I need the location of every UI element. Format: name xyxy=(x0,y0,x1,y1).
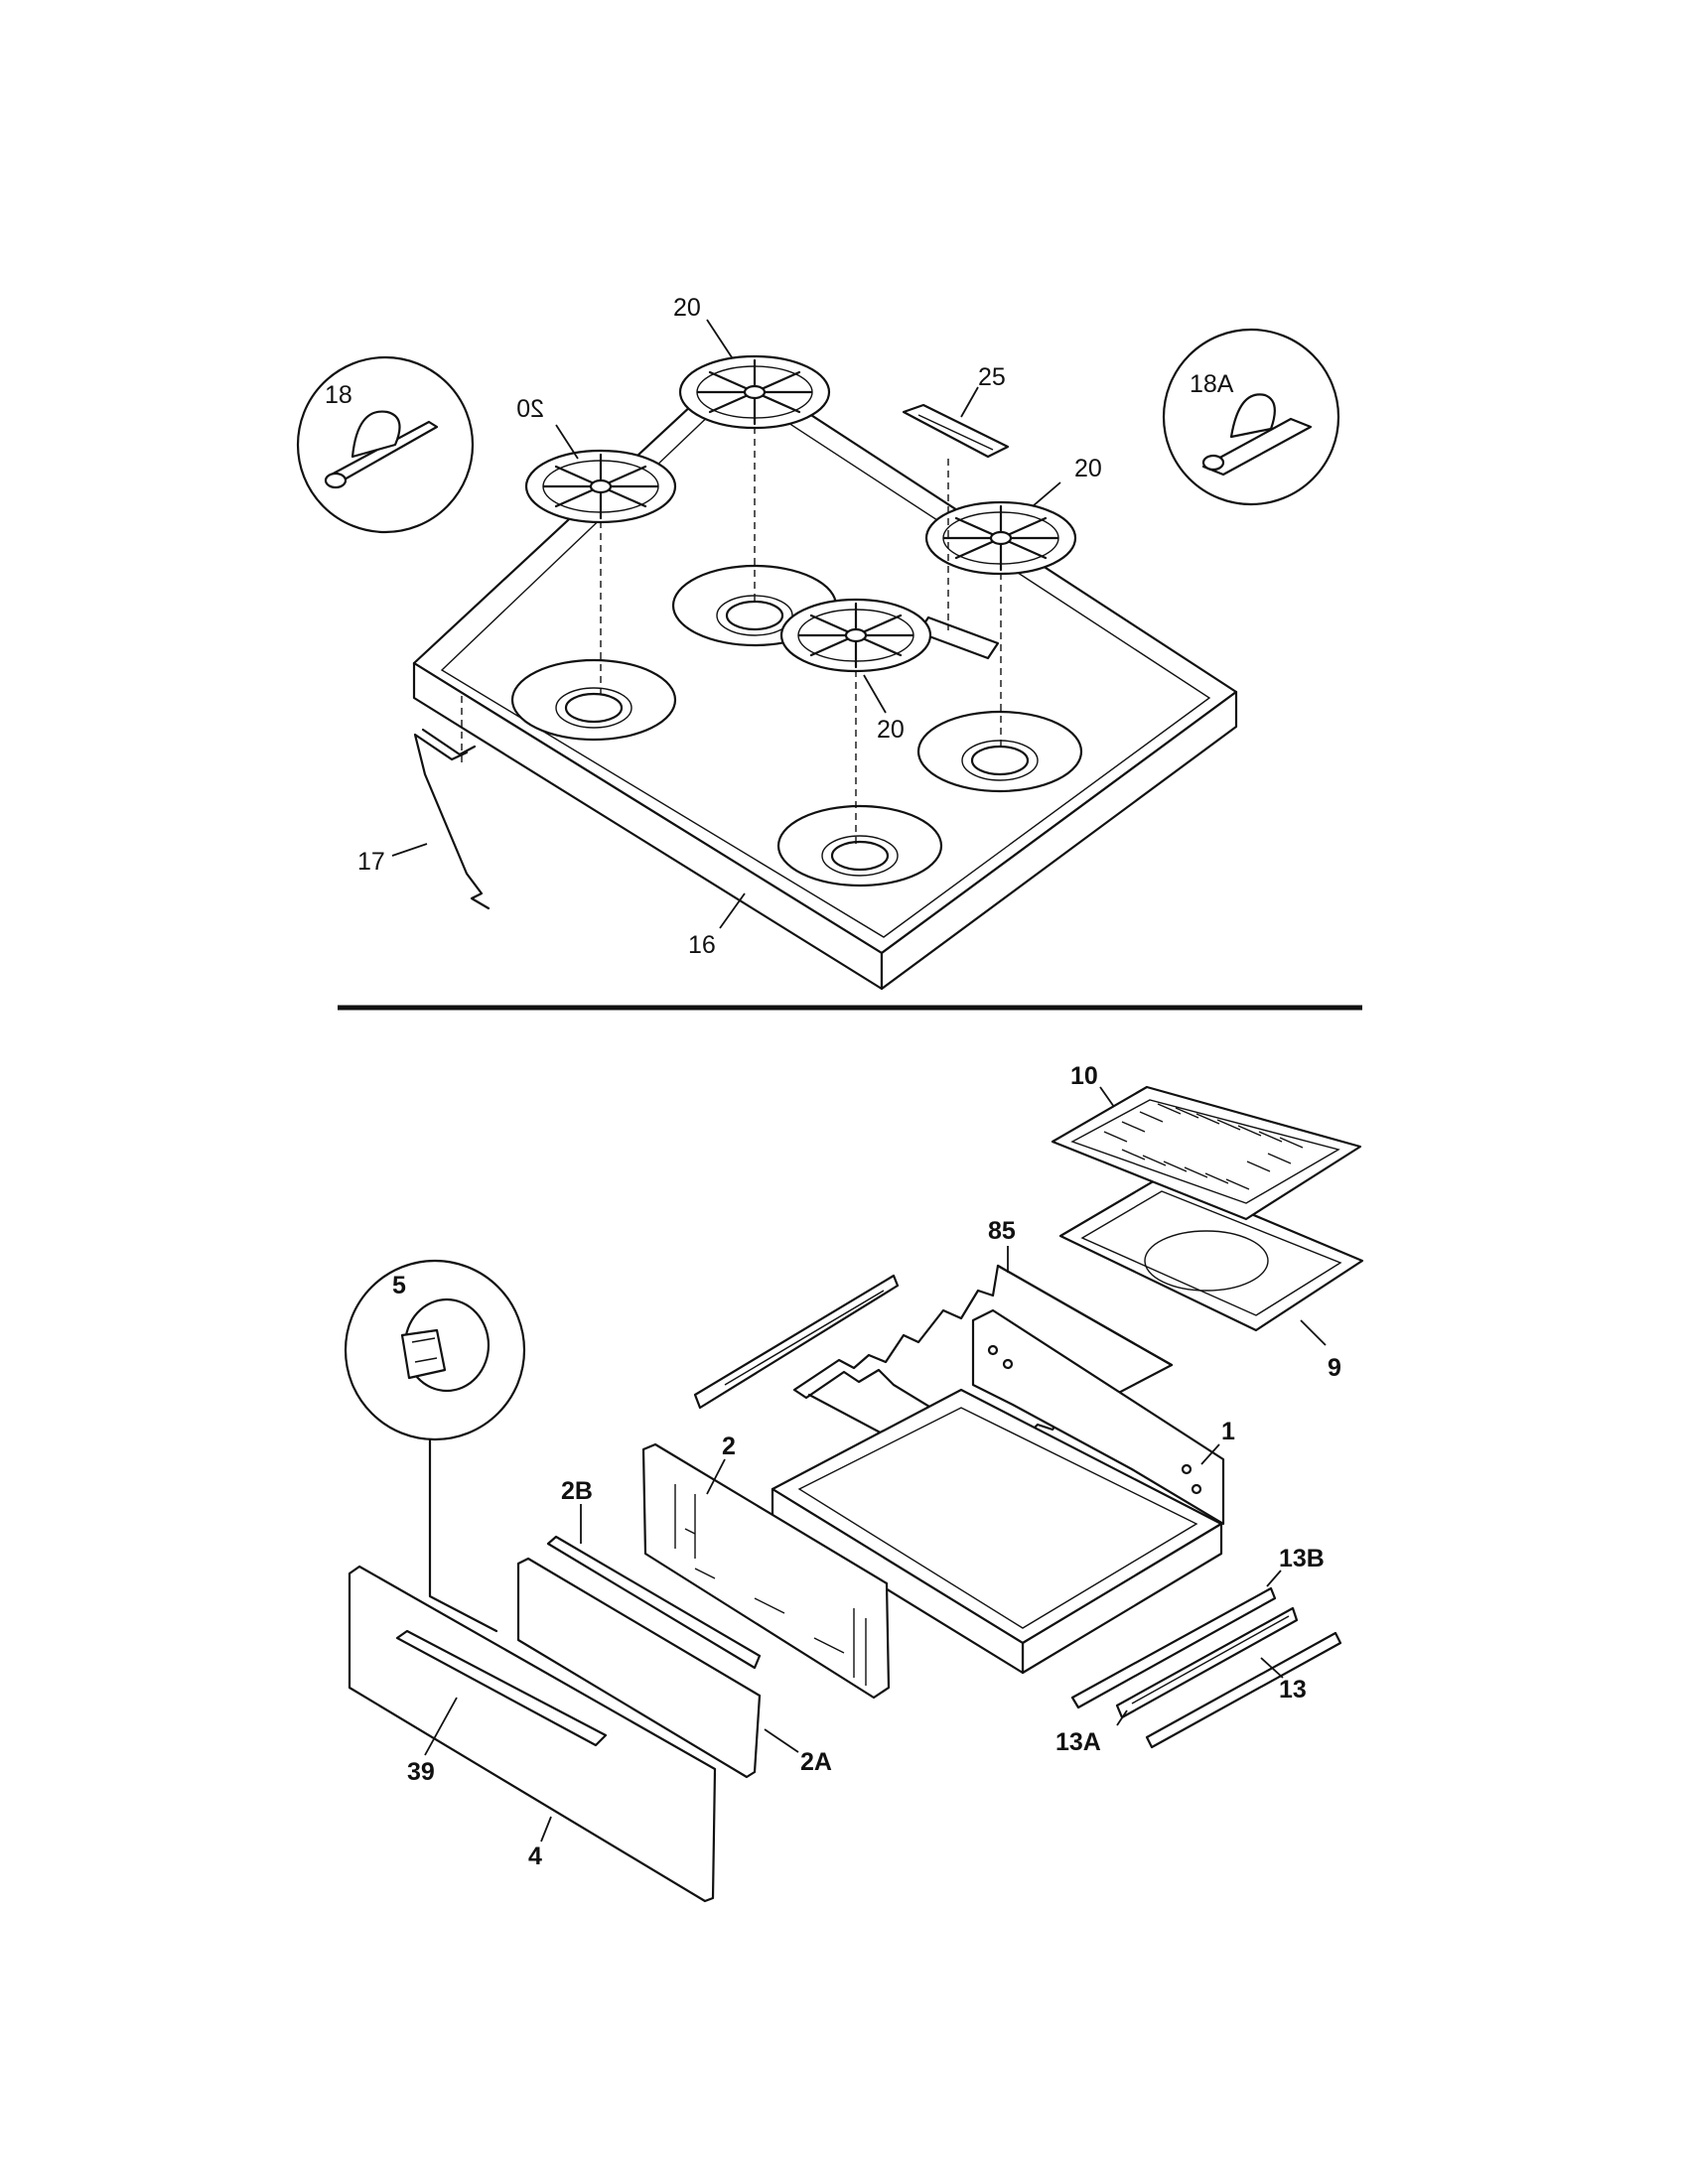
label-13a: 13A xyxy=(1055,1728,1101,1756)
panel-2b xyxy=(546,1535,762,1670)
broiler-grid-10 xyxy=(1051,1085,1362,1221)
label-2: 2 xyxy=(722,1433,736,1460)
side-rail xyxy=(693,1274,900,1410)
inner-panel xyxy=(516,1557,762,1779)
grate-20-left xyxy=(524,449,677,524)
broiler-pan-9 xyxy=(1058,1174,1364,1332)
bottom-leaders xyxy=(424,1086,1327,1843)
label-18: 18 xyxy=(325,381,352,409)
label-25: 25 xyxy=(978,363,1006,391)
label-10: 10 xyxy=(1070,1062,1098,1090)
label-20-left-mirrored: 20 xyxy=(516,395,544,423)
slide-13a xyxy=(1115,1606,1299,1719)
label-18a: 18A xyxy=(1190,370,1234,398)
detail-circle-18 xyxy=(296,355,475,534)
burner-bowl-right-front xyxy=(776,804,943,887)
grate-20-center-front xyxy=(779,598,932,673)
cooktop-16 xyxy=(412,363,1238,991)
label-1: 1 xyxy=(1221,1418,1235,1445)
label-16: 16 xyxy=(688,931,716,959)
label-39: 39 xyxy=(407,1758,435,1786)
label-5: 5 xyxy=(392,1272,406,1299)
label-20-center-front: 20 xyxy=(877,716,905,744)
drawer-panel-2 xyxy=(641,1442,891,1700)
bracket-17 xyxy=(413,728,491,910)
door-4 xyxy=(348,1565,717,1903)
drawer-body-1 xyxy=(771,1308,1225,1675)
grate-20-right xyxy=(924,500,1077,576)
label-13: 13 xyxy=(1279,1676,1307,1704)
detail-circle-18a xyxy=(1162,328,1340,506)
drawer-assembly: 10 85 9 5 2 1 2B 13B 13 13A 2A 39 4 xyxy=(344,1062,1364,1903)
label-17: 17 xyxy=(357,848,385,876)
label-13b: 13B xyxy=(1279,1545,1325,1572)
label-2b: 2B xyxy=(561,1477,593,1505)
wire-to-5 xyxy=(428,1433,498,1633)
detail-circle-5 xyxy=(344,1259,526,1441)
burner-bowl-left-front xyxy=(510,658,677,742)
label-4: 4 xyxy=(528,1843,542,1870)
cooktop-assembly: 20 20 20 20 18 18A 25 17 16 xyxy=(296,294,1340,991)
label-9: 9 xyxy=(1328,1354,1341,1382)
vent-trim-25 xyxy=(902,403,1010,459)
slide-13b xyxy=(1070,1586,1277,1709)
label-85: 85 xyxy=(988,1217,1016,1245)
label-2a: 2A xyxy=(800,1748,832,1776)
label-20-right: 20 xyxy=(1074,455,1102,482)
grate-20-center-rear xyxy=(678,354,831,430)
top-leaders xyxy=(391,319,1061,929)
label-20-center-rear: 20 xyxy=(673,294,701,322)
alignment-lines xyxy=(461,427,1002,844)
burner-bowl-right-rear xyxy=(916,710,1083,793)
